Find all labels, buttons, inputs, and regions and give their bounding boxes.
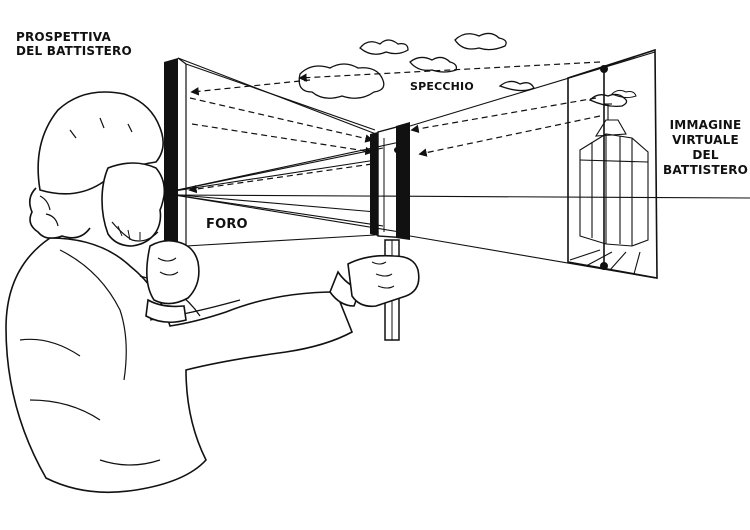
cloud (454, 32, 507, 51)
label-foro: FORO (206, 217, 248, 232)
cloud (588, 93, 628, 108)
virtual-image-frame (567, 48, 658, 279)
hood (37, 91, 164, 195)
cloud (359, 39, 409, 55)
label-line: DEL (692, 148, 719, 162)
mirror (370, 122, 410, 341)
label-line: DEL BATTISTERO (16, 44, 132, 58)
label-line: BATTISTERO (663, 163, 749, 177)
reflected-rays (188, 61, 601, 194)
perspective-panel (164, 57, 187, 256)
face (101, 162, 166, 247)
hand-mirror (347, 254, 420, 308)
label-specchio: SPECCHIO (410, 80, 474, 93)
label-line: PROSPETTIVA (16, 30, 111, 44)
label-prospettiva-del-battistero: PROSPETTIVA DEL BATTISTERO (16, 30, 132, 58)
clouds (298, 32, 628, 108)
sight-lines (164, 51, 750, 279)
cloud (498, 80, 535, 92)
cloud (298, 63, 385, 99)
label-line: VIRTUALE (672, 133, 739, 147)
label-immagine-virtuale: IMMAGINE VIRTUALE DEL BATTISTERO (663, 118, 748, 178)
body (5, 237, 354, 494)
man-figure (5, 91, 420, 494)
label-line: IMMAGINE (669, 118, 742, 132)
cloud (409, 56, 458, 73)
hand-face (146, 239, 200, 305)
baptistery-sketch (569, 103, 649, 275)
